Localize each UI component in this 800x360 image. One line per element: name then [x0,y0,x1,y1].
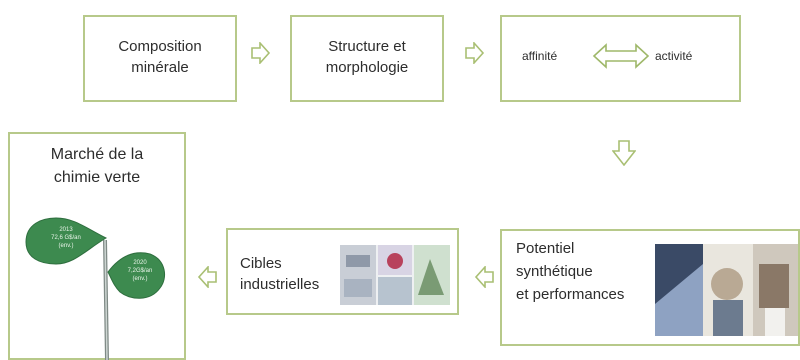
industry-photo-collage [340,245,450,305]
potential-line3: et performances [516,286,625,303]
leaf-top-note: (env.) [58,243,74,249]
flow-arrow-right-icon [465,42,485,64]
targets-line2: industrielles [240,276,320,293]
leaf-icon [25,217,108,265]
leaf-top-year: 2013 [59,227,73,233]
potential-label: Potentiel synthétique et performances [516,237,666,306]
composition-box [83,15,237,102]
leaf-top-text: 2013 72,6 G$/an (env.) [26,226,106,250]
leaf-top-value: 72,6 G$/an [51,235,81,241]
leaf-icon [107,252,166,299]
flow-arrow-down-icon [612,140,636,166]
composition-label: Composition minérale [83,36,237,78]
double-arrow-icon [592,43,650,69]
structure-line1: Structure et [328,38,406,55]
market-growth-graphic [25,217,166,360]
structure-line2: morphologie [325,59,409,76]
flow-arrow-right-icon [251,42,271,64]
structure-box [290,15,444,102]
targets-line1: Cibles [240,255,282,272]
flow-arrow-left-icon [197,266,217,288]
leaf-bottom-text: 2020 7,2G$/an (env.) [116,259,164,283]
leaf-bottom-value: 7,2G$/an [127,268,153,274]
targets-label: Cibles industrielles [240,253,319,295]
flow-arrow-left-icon [474,266,494,288]
market-label: Marché de la chimie verte [8,143,186,189]
composition-line2: minérale [131,59,189,76]
market-line2: chimie verte [53,169,141,186]
lab-photo-collage [655,244,798,336]
leaf-bottom-year: 2020 [133,260,147,266]
leaf-bottom-note: (env.) [132,276,148,282]
photo-collage-icon [655,244,798,336]
photo-collage-icon [340,245,450,305]
potential-line1: Potentiel [516,240,575,257]
composition-line1: Composition [118,38,202,55]
affinity-left-label: affinité [522,49,558,63]
market-line1: Marché de la [50,146,144,163]
structure-label: Structure et morphologie [290,36,444,78]
potential-line2: synthétique [516,263,593,280]
affinity-right-label: activité [655,49,693,63]
